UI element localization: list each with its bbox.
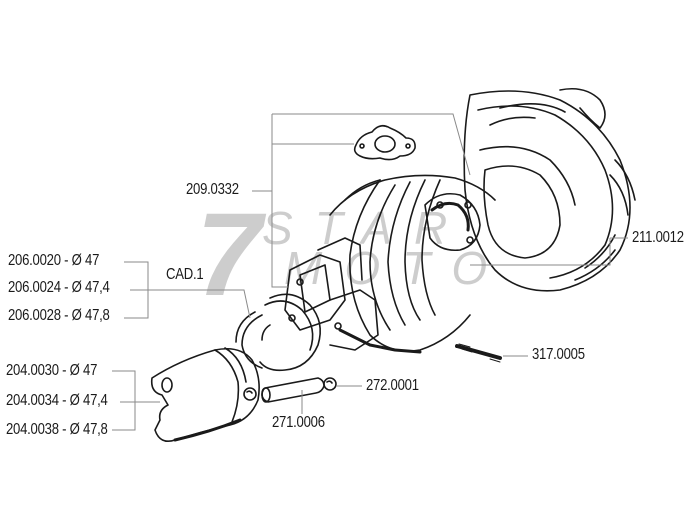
cylinder-head-drawing bbox=[463, 87, 636, 292]
piston-pin-drawing bbox=[261, 377, 325, 403]
callout-circlip-272-0001: 272.0001 bbox=[366, 377, 419, 394]
piston-drawing bbox=[150, 347, 260, 443]
cylinder-body-drawing bbox=[284, 174, 496, 354]
piston-option-204-0038: 204.0038 - Ø 47,8 bbox=[6, 421, 108, 438]
ring-option-206-0028: 206.0028 - Ø 47,8 bbox=[8, 307, 110, 324]
callout-ring-group-cad1: CAD.1 bbox=[166, 266, 204, 283]
piston-option-204-0034: 204.0034 - Ø 47,4 bbox=[6, 392, 108, 409]
ring-option-206-0024: 206.0024 - Ø 47,4 bbox=[8, 279, 110, 296]
callout-piston-pin-271-0006: 271.0006 bbox=[272, 414, 325, 431]
piston-rings-drawing bbox=[235, 293, 321, 372]
callout-gasket-209-0332: 209.0332 bbox=[186, 181, 239, 198]
gasket-drawing bbox=[353, 124, 416, 161]
piston-option-204-0030: 204.0030 - Ø 47 bbox=[6, 362, 98, 379]
ring-option-206-0020: 206.0020 - Ø 47 bbox=[8, 252, 100, 269]
stud-drawing bbox=[455, 343, 502, 363]
callout-cylinder-head-211-0012: 211.0012 bbox=[632, 229, 684, 246]
callout-stud-317-0005: 317.0005 bbox=[532, 346, 585, 363]
